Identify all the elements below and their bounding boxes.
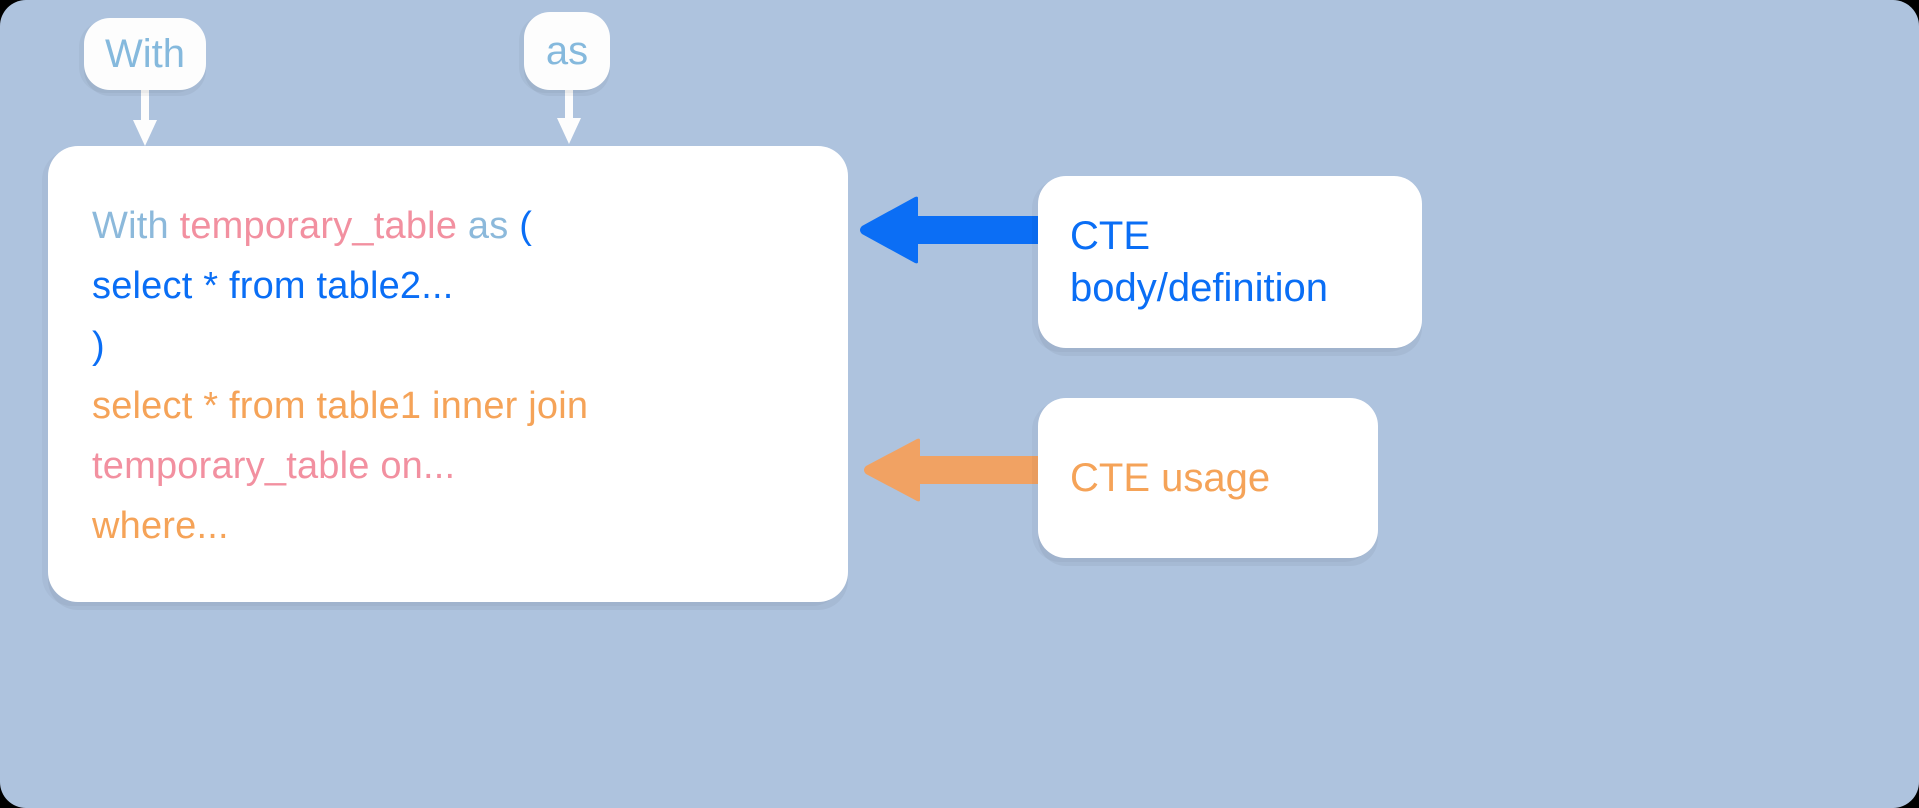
note-card-cte-usage-label: CTE usage xyxy=(1070,456,1271,500)
callout-bubble-with-label: With xyxy=(105,32,185,76)
token-cte-name: temporary_table xyxy=(179,205,458,247)
token-paren-open: ( xyxy=(519,205,533,247)
code-line-6: where... xyxy=(92,496,824,556)
callout-bubble-as: as xyxy=(524,12,610,90)
callout-stem-as-arrow-icon xyxy=(557,84,581,144)
arrow-left-cte-usage-icon xyxy=(864,438,1042,502)
arrow-left-cte-body-icon xyxy=(860,196,1040,264)
code-line-1: With temporary_table as ( xyxy=(92,196,824,256)
callout-stem-with-arrow-icon xyxy=(133,86,157,146)
code-line-4: select * from table1 inner join xyxy=(92,376,824,436)
token-outer-query-select: select * from table1 inner join xyxy=(92,385,589,427)
token-cte-usage-ref: temporary_table on... xyxy=(92,445,456,487)
note-card-cte-body: CTE body/definition xyxy=(1038,176,1422,348)
sql-code-panel: With temporary_table as ( select * from … xyxy=(48,146,848,602)
token-outer-query-where: where... xyxy=(92,505,229,547)
code-line-3: ) xyxy=(92,316,824,376)
callout-bubble-as-label: as xyxy=(545,29,589,73)
note-card-cte-body-label: CTE body/definition xyxy=(1070,214,1328,310)
note-card-cte-usage: CTE usage xyxy=(1038,398,1378,558)
token-keyword-as: as xyxy=(457,205,520,247)
code-line-2: select * from table2... xyxy=(92,256,824,316)
sql-code-block: With temporary_table as ( select * from … xyxy=(92,196,824,556)
token-paren-close: ) xyxy=(92,325,105,367)
token-keyword-with: With xyxy=(92,205,180,247)
code-line-5: temporary_table on... xyxy=(92,436,824,496)
callout-bubble-with: With xyxy=(84,18,206,90)
token-cte-body: select * from table2... xyxy=(92,265,454,307)
